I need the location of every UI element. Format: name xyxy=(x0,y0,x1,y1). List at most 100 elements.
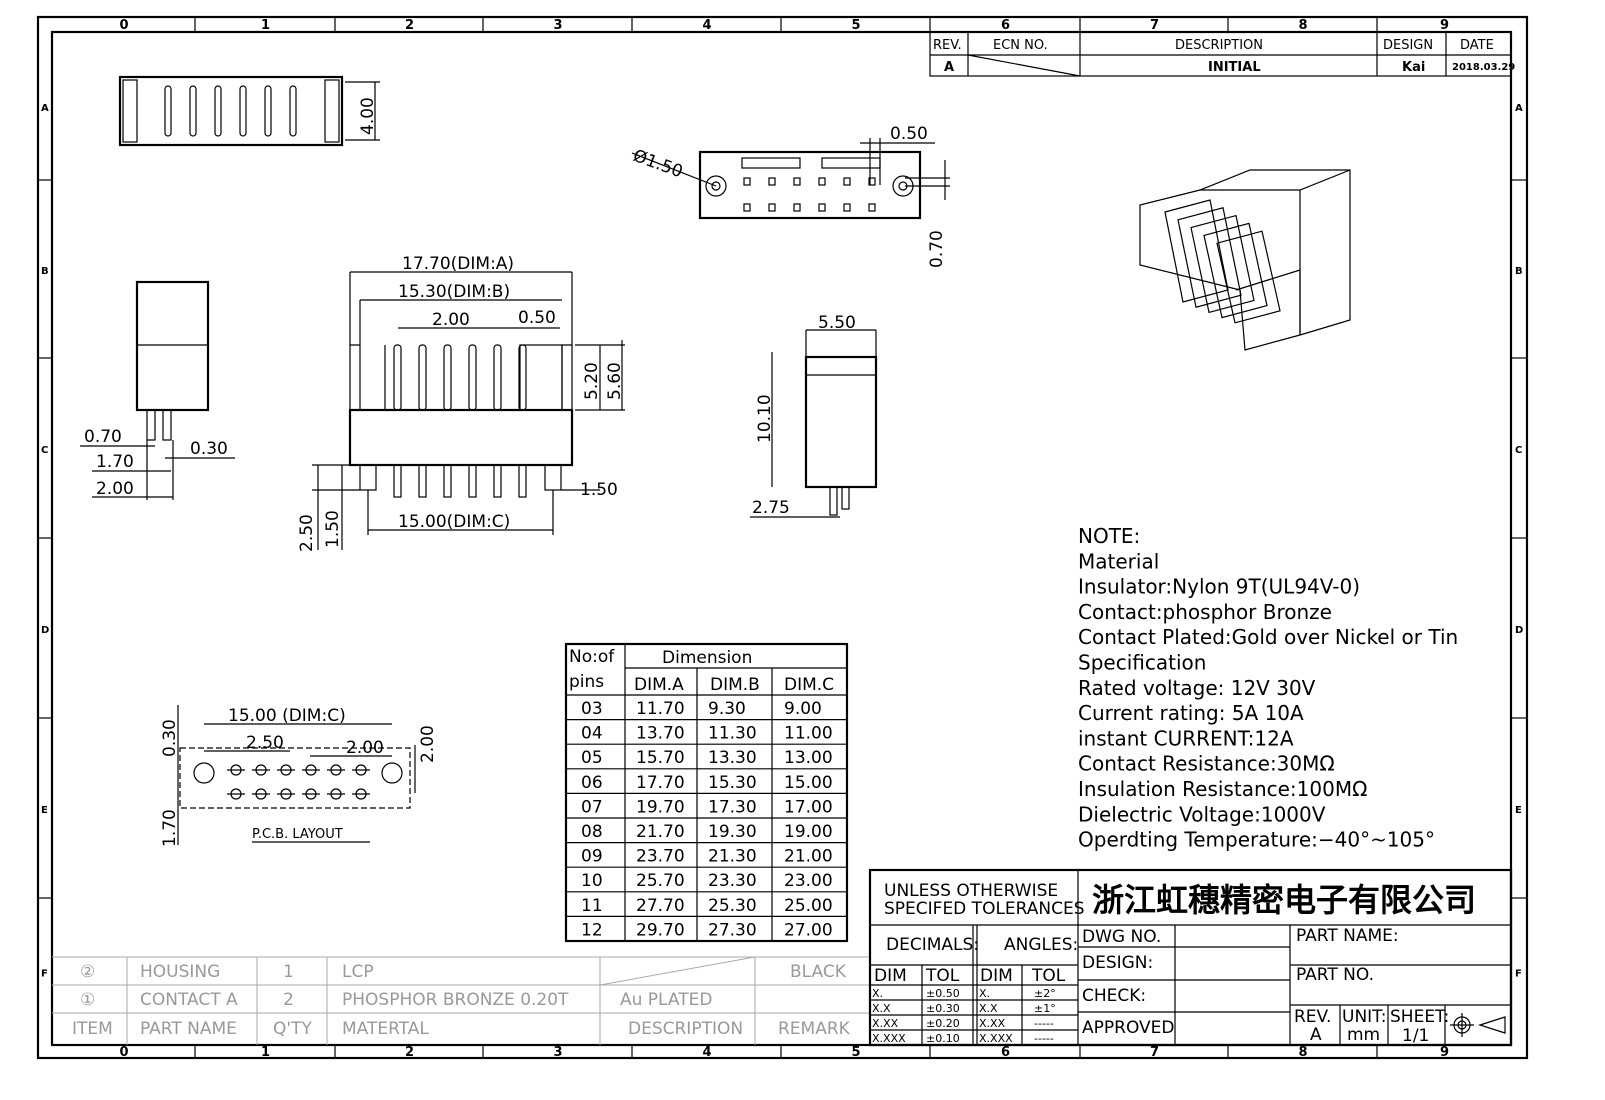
note-line: Rated voltage: 12V 30V xyxy=(1078,676,1316,700)
bom-cell: 2 xyxy=(283,990,294,1010)
dimension-cell: 27.30 xyxy=(708,920,757,940)
bom-cell: LCP xyxy=(342,962,374,982)
table-header-no-of: No:of xyxy=(569,647,615,667)
zone-row-left: D xyxy=(41,625,49,636)
pin-hole xyxy=(743,177,751,186)
decimals-label: DECIMALS: xyxy=(886,935,979,955)
bom-cell: ② xyxy=(80,962,95,982)
zone-row-right: F xyxy=(1515,969,1522,980)
contact-slot xyxy=(214,85,222,137)
design-header: DESIGN xyxy=(1383,38,1433,53)
bom-cell: 1 xyxy=(283,962,294,982)
pin-hole xyxy=(868,203,876,212)
dim-side-0-30: 0.30 xyxy=(190,439,228,459)
zone-col-top: 6 xyxy=(1001,18,1010,33)
dim-b: 15.30(DIM:B) xyxy=(398,282,510,302)
pin-tail xyxy=(468,464,477,498)
note-line: Contact Resistance:30MΩ xyxy=(1078,752,1335,776)
pin-count-cell: 05 xyxy=(581,748,603,768)
dim-side-1-70: 1.70 xyxy=(96,452,134,472)
unit-label: UNIT: xyxy=(1342,1007,1386,1027)
zone-col-bottom: 4 xyxy=(703,1045,712,1060)
pin-count-cell: 10 xyxy=(581,871,603,891)
bom-header: MATERTAL xyxy=(342,1019,429,1039)
part-no-label: PART NO. xyxy=(1296,965,1374,985)
dimension-table: No:of pins Dimension DIM.A DIM.B DIM.C 0… xyxy=(564,642,849,943)
dimension-cell: 21.30 xyxy=(708,847,757,867)
bom-header: DESCRIPTION xyxy=(628,1019,743,1039)
description-value: INITIAL xyxy=(1208,60,1261,75)
dimension-cell: 25.00 xyxy=(784,896,833,916)
zone-row-left: B xyxy=(41,266,49,277)
contact-pin xyxy=(418,344,427,411)
contact-pin xyxy=(518,344,527,411)
left-side-view: 0.70 0.30 1.70 2.00 xyxy=(80,280,235,500)
pin-count-cell: 06 xyxy=(581,773,603,793)
dec-tol: ±0.30 xyxy=(926,1002,960,1015)
zone-row-right: B xyxy=(1515,266,1523,277)
pin-count-cell: 07 xyxy=(581,797,603,817)
zone-col-top: 4 xyxy=(703,18,712,33)
zone-col-top: 2 xyxy=(405,18,414,33)
zone-col-bottom: 2 xyxy=(405,1045,414,1060)
top-view: 4.00 xyxy=(118,75,380,147)
zone-col-top: 9 xyxy=(1440,18,1449,33)
angles-label: ANGLES: xyxy=(1004,935,1078,955)
company-name: 浙江虹穗精密电子有限公司 xyxy=(1092,881,1476,919)
dimension-cell: 19.70 xyxy=(636,797,685,817)
bom-header: ITEM xyxy=(72,1019,113,1039)
dimension-cell: 13.70 xyxy=(636,724,685,744)
dimension-cell: 19.00 xyxy=(784,822,833,842)
ang-dim: X. xyxy=(979,987,990,1000)
zone-col-bottom: 8 xyxy=(1299,1045,1308,1060)
pcb-h-1-70: 1.70 xyxy=(160,809,180,847)
pcb-pitch-a: 2.50 xyxy=(246,733,284,753)
description-header: DESCRIPTION xyxy=(1175,38,1263,53)
dim-c: 15.00(DIM:C) xyxy=(398,512,510,532)
unit-value: mm xyxy=(1347,1025,1380,1045)
check-label: CHECK: xyxy=(1082,986,1146,1006)
bom-cell: PHOSPHOR BRONZE 0.20T xyxy=(342,990,569,1010)
dimension-cell: 9.30 xyxy=(708,699,746,719)
bom-cell: BLACK xyxy=(790,962,847,982)
dim-h-2-50: 2.50 xyxy=(297,514,317,552)
design-label: DESIGN: xyxy=(1082,953,1153,973)
ang-tol: ±1° xyxy=(1034,1002,1056,1015)
zone-col-top: 5 xyxy=(852,18,861,33)
zone-row-right: A xyxy=(1515,103,1523,114)
iso-contact-blade xyxy=(1190,214,1255,314)
dim-side-0-70: 0.70 xyxy=(84,427,122,447)
zone-col-bottom: 0 xyxy=(120,1045,129,1060)
pin-hole xyxy=(868,177,876,186)
iso-contact-blade xyxy=(1216,230,1281,324)
pin-tail xyxy=(443,464,452,498)
dimension-cell: 27.70 xyxy=(636,896,685,916)
zone-row-right: D xyxy=(1515,625,1523,636)
revision-table: REV. ECN NO. DESCRIPTION DESIGN DATE A I… xyxy=(929,31,1515,77)
pin-count-cell: 09 xyxy=(581,847,603,867)
dimension-cell: 25.70 xyxy=(636,871,685,891)
note-line: Operdting Temperature:−40°~105° xyxy=(1078,828,1435,852)
pcb-h-2-00: 2.00 xyxy=(418,725,438,763)
note-line: Insulator:Nylon 9T(UL94V-0) xyxy=(1078,575,1360,599)
pin-hole xyxy=(843,177,851,186)
dwg-no-label: DWG NO. xyxy=(1082,927,1161,947)
pin-hole xyxy=(818,177,826,186)
dimension-cell: 21.70 xyxy=(636,822,685,842)
tolerance-note-line1: UNLESS OTHERWISE xyxy=(884,881,1058,901)
ang-dim: X.XXX xyxy=(979,1032,1013,1045)
dimension-cell: 11.00 xyxy=(784,724,833,744)
dec-dim: X.XXX xyxy=(872,1032,906,1045)
contact-slot xyxy=(239,85,247,137)
dec-dim: X.XX xyxy=(872,1017,899,1030)
bom-cell: CONTACT A xyxy=(140,990,238,1010)
note-line: Specification xyxy=(1078,651,1206,675)
date-value: 2018.03.29 xyxy=(1452,62,1515,73)
zone-col-bottom: 1 xyxy=(261,1045,270,1060)
tolerance-note-line2: SPECIFED TOLERANCES xyxy=(884,899,1085,919)
bom-cell: ① xyxy=(80,990,95,1010)
dimension-cell: 19.30 xyxy=(708,822,757,842)
pin-count-cell: 11 xyxy=(581,896,603,916)
